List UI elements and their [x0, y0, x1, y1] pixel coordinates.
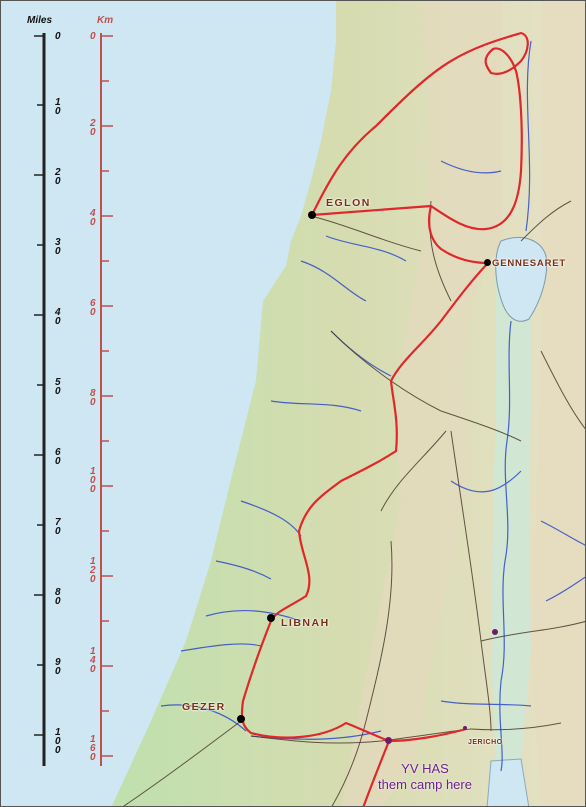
camp-note-line1: YV HAS [401, 761, 449, 776]
place-libnah: LIBNAH [281, 617, 330, 629]
miles-tick: 0 [55, 31, 61, 42]
libnah-marker [267, 614, 275, 622]
miles-tick: 1 0 0 [55, 727, 61, 756]
place-gennesaret: GENNESARET [492, 258, 566, 269]
km-scale-label: Km [97, 15, 114, 26]
place-eglon: EGLON [326, 197, 371, 209]
km-tick: 2 0 [90, 118, 96, 138]
gezer-marker [237, 715, 245, 723]
km-tick: 0 [90, 31, 96, 42]
route-south [362, 740, 391, 806]
dead-sea [486, 758, 530, 806]
camp-note-line2: them camp here [378, 777, 472, 792]
km-tick: 1 4 0 [90, 646, 96, 675]
scale-bars [34, 33, 113, 766]
miles-tick: 1 0 [55, 97, 61, 117]
km-tick: 8 0 [90, 388, 96, 408]
eglon-marker [308, 211, 316, 219]
jordan-valley [491, 271, 531, 771]
miles-scale-label: Miles [27, 15, 53, 26]
gennesaret-marker [484, 259, 491, 266]
miles-tick: 5 0 [55, 377, 61, 397]
km-tick: 1 2 0 [90, 556, 96, 585]
miles-tick: 9 0 [55, 657, 61, 677]
roads [123, 200, 585, 806]
km-tick: 6 0 [90, 298, 96, 318]
miles-tick: 8 0 [55, 587, 61, 607]
miles-tick: 6 0 [55, 447, 61, 467]
camp-marker [385, 737, 392, 744]
miles-tick: 2 0 [55, 167, 61, 187]
km-tick: 4 0 [90, 208, 96, 228]
miles-tick: 4 0 [55, 307, 61, 327]
place-gezer: GEZER [182, 701, 226, 713]
place-jericho: JERICHO [468, 739, 503, 746]
km-tick: 1 6 0 [90, 734, 96, 763]
miles-tick: 7 0 [55, 517, 61, 537]
highlands [341, 1, 501, 806]
route-connector [311, 204, 432, 217]
sea-of-galilee [495, 237, 548, 322]
eastern-highlands [531, 1, 585, 806]
river-marker [492, 629, 498, 635]
camp-note: YV HAS them camp here [353, 761, 497, 793]
rivers [160, 40, 585, 772]
km-tick: 1 0 0 [90, 466, 96, 495]
jericho-marker [463, 726, 467, 730]
miles-tick: 3 0 [55, 237, 61, 257]
